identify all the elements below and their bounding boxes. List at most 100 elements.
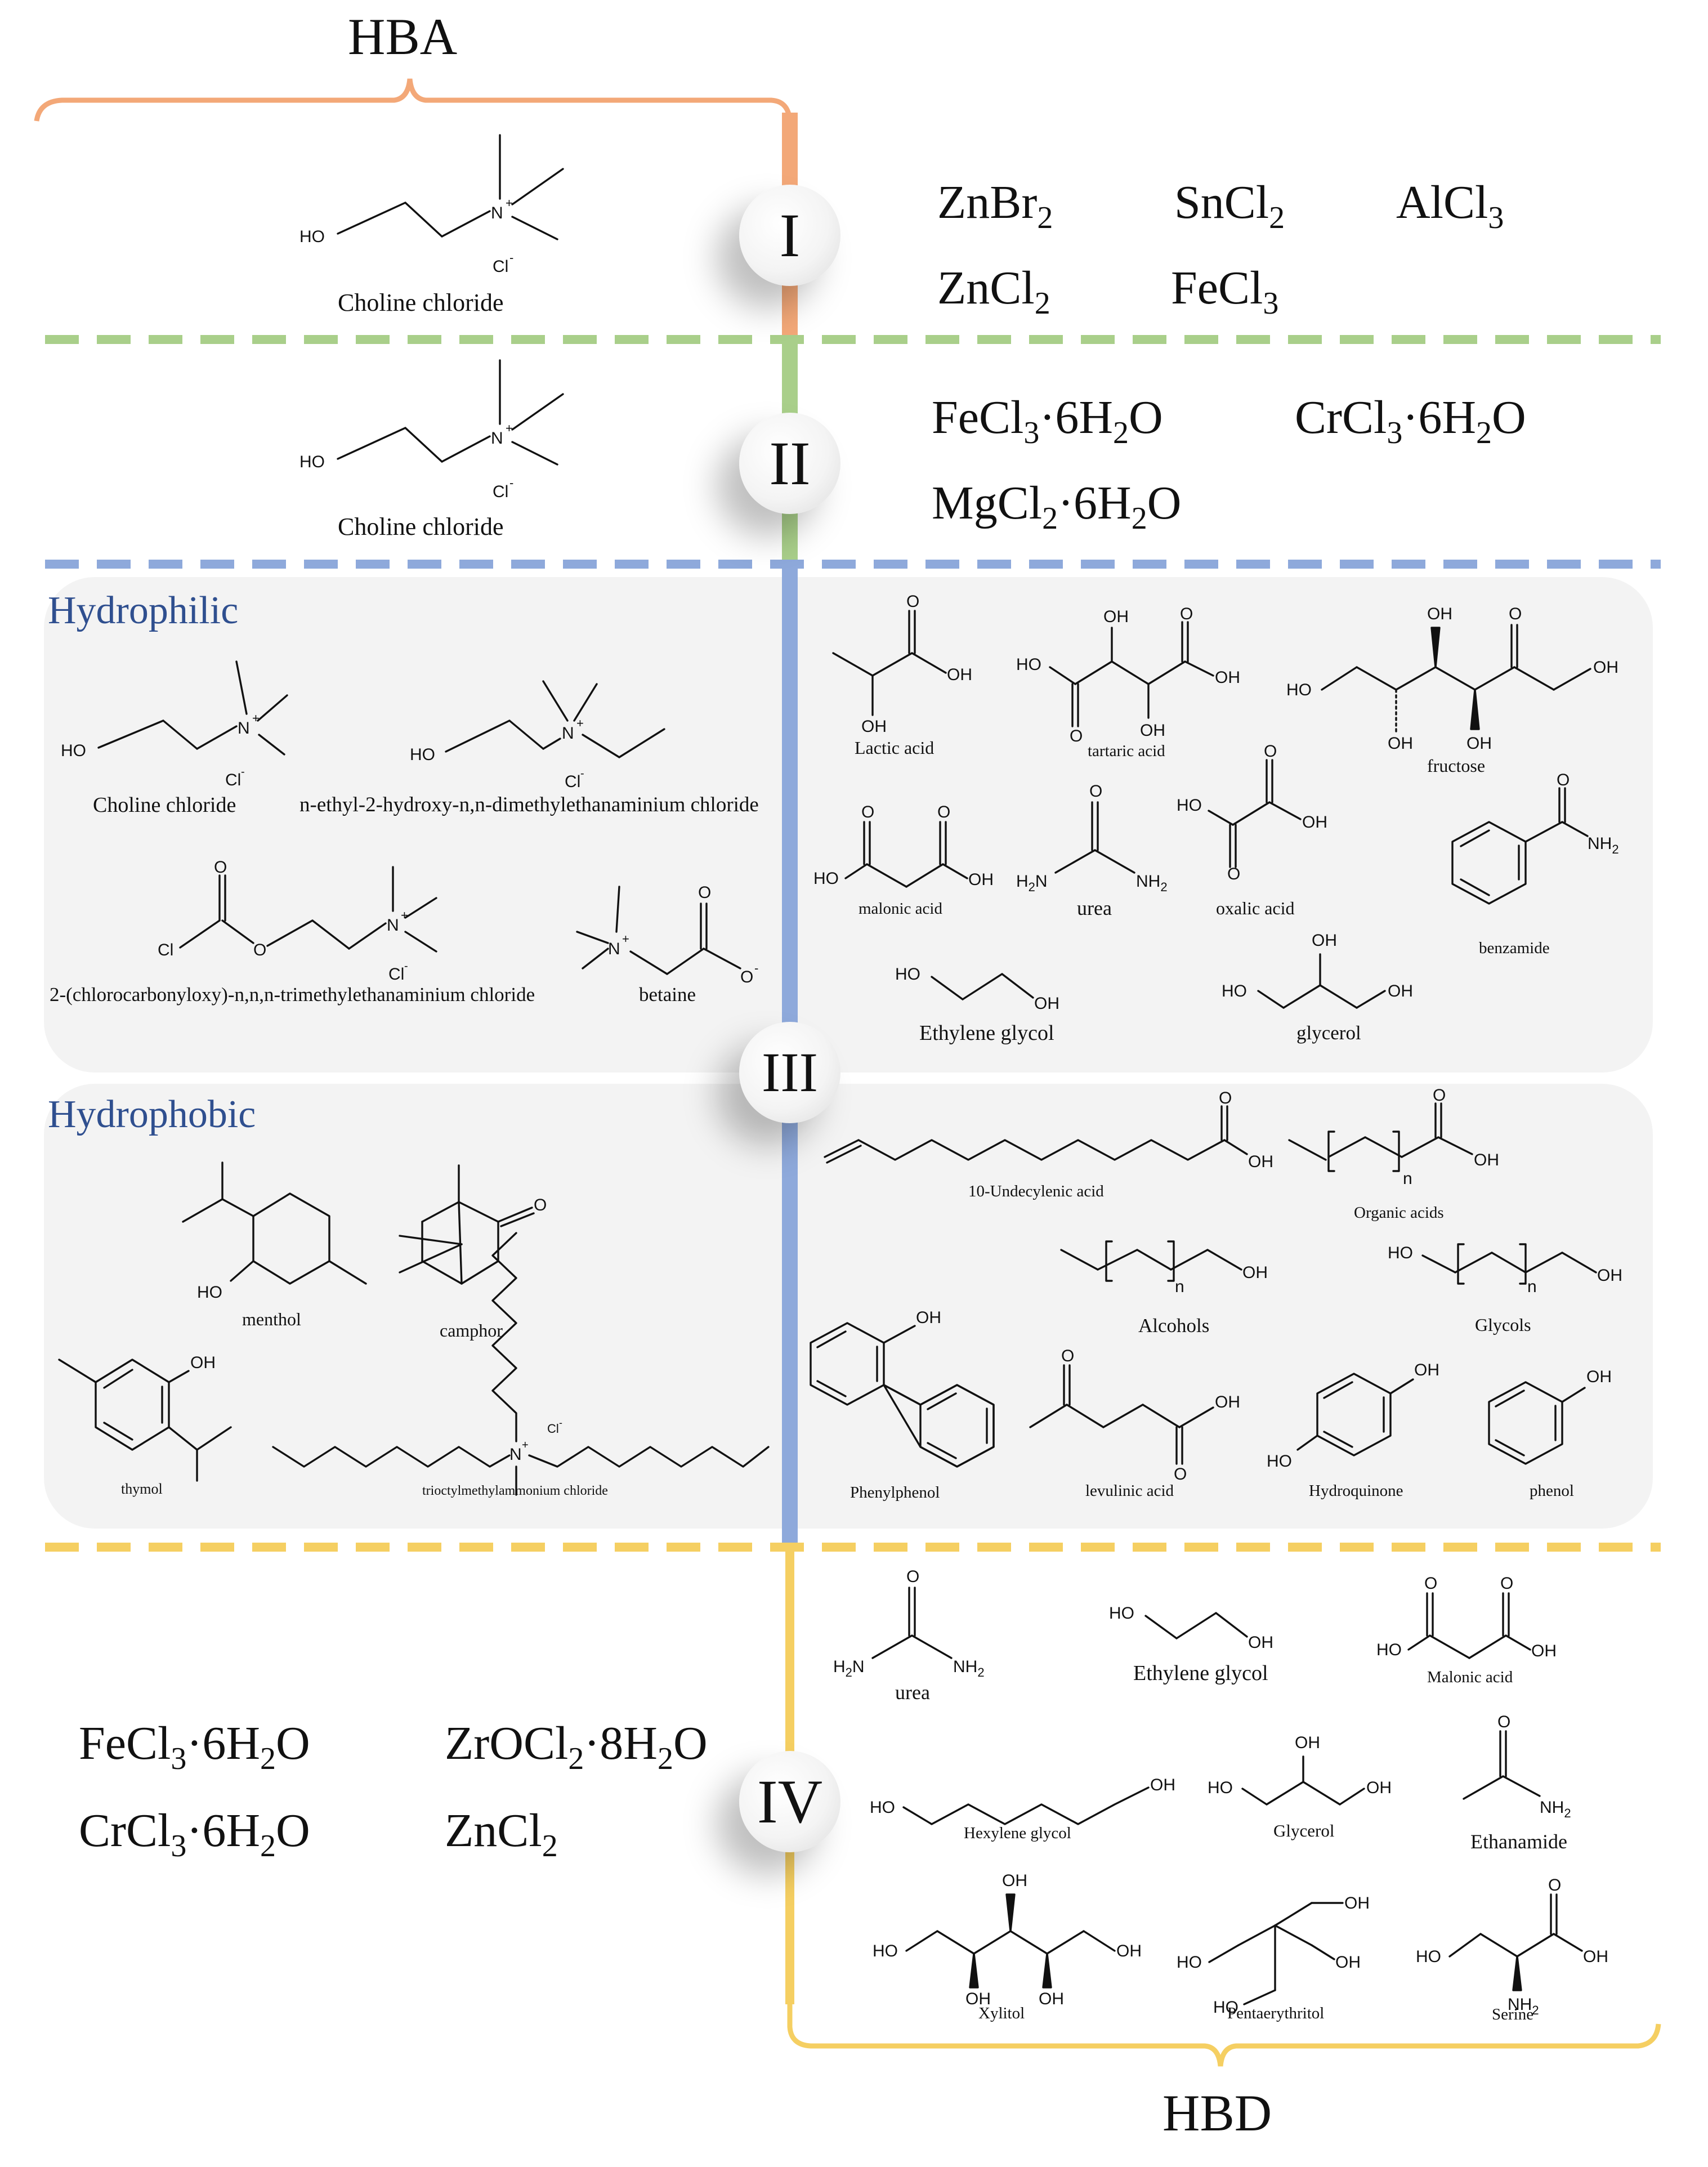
svg-text:+: +: [401, 908, 408, 922]
svg-text:OH: OH: [968, 870, 994, 889]
svg-text:OH: OH: [1034, 994, 1059, 1013]
hba-menthol-structure: HO: [182, 1161, 367, 1302]
type1-iron-chloride: FeCl3: [1171, 262, 1279, 321]
svg-text:O: O: [1070, 727, 1083, 745]
svg-text:OH: OH: [1466, 734, 1492, 753]
svg-text:OH: OH: [1583, 1947, 1608, 1966]
svg-text:HO: HO: [1177, 1953, 1202, 1972]
hbd-glycerol: glycerol: [1296, 1022, 1361, 1044]
choline-chloride-structure-2: HO N+ Cl-: [299, 359, 564, 501]
svg-text:n: n: [1527, 1277, 1537, 1296]
svg-text:O: O: [1548, 1876, 1561, 1895]
svg-text:OH: OH: [1427, 605, 1452, 623]
svg-text:NH2: NH2: [1540, 1798, 1571, 1820]
hbd-hydroquinone: Hydroquinone: [1309, 1482, 1403, 1500]
hbd-organic-acids-structure: n O OH: [1288, 1086, 1499, 1188]
type4-ethylene-glycol: Ethylene glycol: [1133, 1661, 1268, 1685]
svg-text:HO: HO: [1109, 1604, 1134, 1623]
hbd-fructose-structure: HO OH OH OH O OH: [1286, 605, 1618, 753]
hba-thymol-structure: OH: [58, 1353, 232, 1482]
svg-text:N: N: [491, 429, 503, 448]
hydrophilic-betaine-structure: N+ O O-: [576, 883, 758, 986]
svg-text:O: O: [906, 592, 919, 611]
hydrophilic-hba-betaine: betaine: [639, 984, 696, 1006]
svg-text:-: -: [404, 960, 408, 972]
hydrophilic-chlorocarbonyloxy-structure: Cl O O N+ Cl-: [158, 858, 437, 984]
svg-text:O: O: [1433, 1086, 1446, 1105]
hbd-lactic-acid-structure: OH O OH: [832, 592, 972, 736]
svg-text:+: +: [622, 932, 629, 946]
svg-text:O: O: [698, 883, 711, 902]
hydrophilic-ethyl-ammonium-structure: HO N+ Cl-: [410, 680, 665, 791]
type4-chromium-chloride-hexahydrate: CrCl3·6H2O: [79, 1804, 310, 1864]
hbd-malonic-acid-structure: HO O O OH: [813, 803, 994, 889]
svg-text:OH: OH: [1103, 607, 1129, 626]
svg-text:O: O: [1061, 1347, 1074, 1365]
svg-text:n: n: [1403, 1169, 1412, 1188]
svg-text:OH: OH: [916, 1308, 941, 1327]
type2-hba-name: Choline chloride: [338, 513, 504, 540]
hba-camphor-structure: O: [399, 1164, 547, 1285]
hba-thymol: thymol: [121, 1481, 163, 1497]
svg-text:O: O: [1500, 1574, 1513, 1593]
svg-text:+: +: [252, 711, 260, 725]
svg-text:O: O: [937, 803, 950, 821]
svg-text:HO: HO: [1416, 1947, 1441, 1966]
hbd-heading: HBD: [1162, 2084, 1272, 2142]
type1-zinc-chloride: ZnCl2: [937, 262, 1050, 321]
hba-trioctylmethylammonium-structure: N+ Cl-: [272, 1232, 770, 1496]
type4-ethylene-glycol-structure: HO OH: [1109, 1604, 1273, 1652]
svg-text:-: -: [754, 961, 758, 975]
svg-text:OH: OH: [1215, 1393, 1240, 1411]
type2-chromium-chloride-hexahydrate: CrCl3·6H2O: [1295, 391, 1526, 450]
svg-text:OH: OH: [1586, 1368, 1612, 1386]
svg-text:OH: OH: [1295, 1733, 1320, 1752]
hbd-ethylene-glycol-structure: HO OH: [895, 965, 1059, 1013]
svg-text:O: O: [906, 1567, 919, 1586]
choline-chloride-structure-1: HO N+ Cl-: [299, 134, 564, 276]
svg-text:-: -: [241, 766, 245, 778]
type4-xylitol: Xylitol: [978, 2004, 1025, 2022]
hbd-glycols: Glycols: [1475, 1315, 1531, 1335]
svg-text:HO: HO: [410, 745, 435, 764]
svg-text:HO: HO: [1388, 1244, 1413, 1262]
type4-ethanamide: Ethanamide: [1470, 1830, 1567, 1853]
svg-text:+: +: [506, 196, 513, 210]
svg-text:O: O: [534, 1196, 547, 1214]
svg-text:OH: OH: [1312, 931, 1337, 950]
svg-text:HO: HO: [895, 965, 920, 984]
svg-text:H2N: H2N: [1016, 872, 1048, 894]
svg-text:Cl: Cl: [565, 772, 580, 791]
hbd-oxalic-acid-structure: HO O O OH: [1177, 742, 1327, 883]
svg-text:OH: OH: [1335, 1953, 1361, 1972]
svg-text:OH: OH: [1474, 1151, 1499, 1169]
svg-text:O: O: [253, 941, 266, 959]
hbd-benzamide-structure: O NH2: [1451, 771, 1619, 905]
svg-text:O: O: [1227, 865, 1240, 883]
svg-text:Cl: Cl: [547, 1422, 559, 1436]
svg-text:HO: HO: [1016, 655, 1041, 674]
svg-text:+: +: [506, 421, 513, 435]
type4-urea-structure: H2N O NH2: [833, 1567, 985, 1679]
svg-text:Cl: Cl: [493, 257, 508, 276]
hydrophilic-choline-structure: HO N+ Cl-: [61, 660, 288, 789]
svg-text:OH: OH: [1116, 1942, 1142, 1960]
hbd-tartaric-acid-structure: HO O OH OH O OH: [1016, 605, 1240, 745]
svg-text:OH: OH: [1248, 1633, 1273, 1652]
svg-text:-: -: [580, 767, 584, 780]
hbd-urea: urea: [1077, 897, 1112, 919]
hydrophilic-title: Hydrophilic: [48, 589, 239, 632]
svg-text:HO: HO: [813, 869, 839, 888]
svg-text:+: +: [576, 716, 584, 730]
type2-magnesium-chloride-hexahydrate: MgCl2·6H2O: [932, 477, 1182, 536]
type4-xylitol-structure: HO OH OH OH OH: [873, 1871, 1142, 2008]
svg-text:HO: HO: [1376, 1641, 1402, 1659]
hbd-phenylphenol-structure: OH: [810, 1308, 995, 1468]
svg-text:Cl: Cl: [158, 941, 173, 959]
type1-zinc-bromide: ZnBr2: [937, 176, 1053, 235]
type4-ethanamide-structure: O NH2: [1463, 1713, 1571, 1820]
hbd-phenol: phenol: [1530, 1482, 1574, 1500]
svg-text:OH: OH: [1597, 1266, 1622, 1285]
hbd-alcohols-structure: n OH: [1060, 1240, 1268, 1296]
svg-text:OH: OH: [1388, 734, 1413, 753]
